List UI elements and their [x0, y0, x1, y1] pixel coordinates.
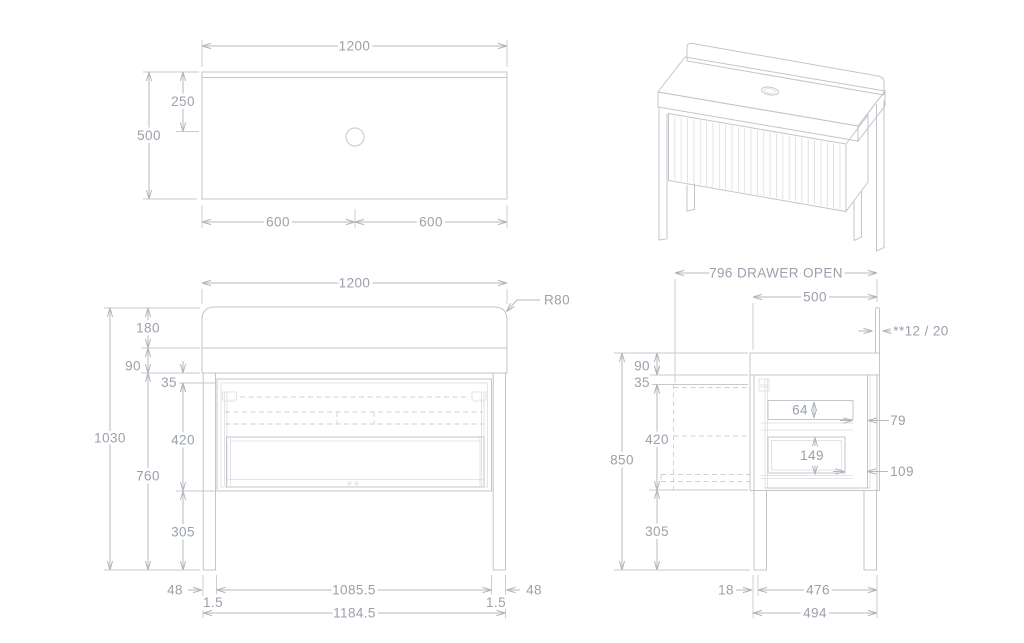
- dim-front-drawer-height: 420: [171, 433, 195, 448]
- iso-backsplash: [686, 42, 885, 95]
- front-leg-left: [202, 372, 216, 571]
- dim-front-splash-height: 180: [136, 321, 160, 336]
- front-bracket-right: [471, 391, 487, 402]
- dim-front-body-height: 760: [136, 469, 160, 484]
- iso-countertop-side: [857, 89, 886, 143]
- dim-side-depth: 500: [803, 290, 827, 305]
- dim-side-counter-thickness: 90: [634, 359, 650, 374]
- iso-countertop-top: [657, 56, 886, 127]
- dim-side-overall-height: 850: [610, 453, 634, 468]
- side-backsplash: [875, 306, 880, 353]
- side-bracket-detail: [758, 378, 770, 386]
- dim-plan-hole-setback: 250: [171, 94, 195, 109]
- iso-faucet-hole-inner: [764, 88, 776, 94]
- dim-side-rear-gap-upper: 79: [890, 413, 906, 428]
- dim-side-leg-depth: 476: [806, 583, 830, 598]
- dim-front-leg-width-right: 48: [526, 583, 542, 598]
- dim-side-splash-thickness: **12 / 20: [893, 324, 948, 339]
- front-splash-counter: [201, 306, 508, 374]
- dim-front-overall-width: 1184.5: [333, 606, 376, 621]
- dim-front-inner-width: 1085.5: [332, 583, 376, 598]
- dim-side-top-gap: 35: [634, 375, 650, 390]
- dim-front-leg-height: 305: [171, 525, 195, 540]
- dim-front-gap-right: 1.5: [486, 595, 506, 610]
- iso-faucet-hole: [761, 86, 779, 96]
- iso-leg-back-left: [686, 183, 695, 212]
- front-drawer-opening: [216, 378, 492, 492]
- front-bracket-left: [222, 391, 237, 402]
- dim-front-overall-height: 1030: [94, 431, 126, 446]
- plan-countertop-outline: [201, 71, 508, 200]
- dim-side-drawer-open: 796 DRAWER OPEN: [709, 266, 843, 281]
- isometric-view: [657, 42, 886, 252]
- dim-plan-hole-right: 600: [419, 215, 443, 230]
- dim-plan-width: 1200: [339, 39, 371, 54]
- dim-side-leg-height: 305: [645, 524, 669, 539]
- front-drawer-inner: [220, 382, 488, 488]
- side-upper-drawer: [767, 400, 854, 420]
- plan-faucet-hole: [345, 127, 365, 147]
- iso-leg-front-right: [853, 190, 862, 242]
- dim-side-leg-setback: 18: [718, 583, 734, 598]
- side-leg-rear: [863, 490, 877, 571]
- side-leg-front: [753, 490, 767, 571]
- top-view: 1200 500 250 600 600: [134, 36, 508, 233]
- dim-side-lower-drawer: 149: [800, 448, 824, 463]
- dim-side-rear-gap-lower: 109: [890, 464, 914, 479]
- iso-leg-front-left: [658, 107, 668, 241]
- side-view: 796 DRAWER OPEN 500 **12 / 20 90 35 420 …: [607, 263, 951, 624]
- front-view: 1200 R80 1030 180 90 35 420 760 305 48 1…: [91, 273, 572, 624]
- dim-plan-depth: 500: [137, 128, 161, 143]
- dim-side-upper-drawer: 64: [792, 403, 808, 418]
- dim-front-counter-thickness: 90: [125, 359, 141, 374]
- dim-front-gap-left: 1.5: [203, 595, 223, 610]
- iso-leg-back-right: [876, 100, 885, 252]
- iso-side-panel: [845, 113, 869, 214]
- dim-front-leg-width-left: 48: [167, 583, 183, 598]
- dim-side-drawer-height: 420: [645, 432, 669, 447]
- dim-front-width: 1200: [339, 276, 371, 291]
- dim-side-base-depth: 494: [803, 606, 827, 621]
- iso-backsplash-base: [686, 60, 885, 96]
- dim-front-top-gap: 35: [161, 375, 177, 390]
- front-lower-drawer: [226, 436, 485, 488]
- side-lower-drawer: [767, 436, 846, 474]
- front-leg-right: [492, 372, 507, 571]
- iso-flute-lines: [674, 116, 841, 209]
- side-countertop: [749, 352, 880, 376]
- dim-front-radius: R80: [544, 293, 570, 308]
- dim-plan-hole-left: 600: [266, 215, 290, 230]
